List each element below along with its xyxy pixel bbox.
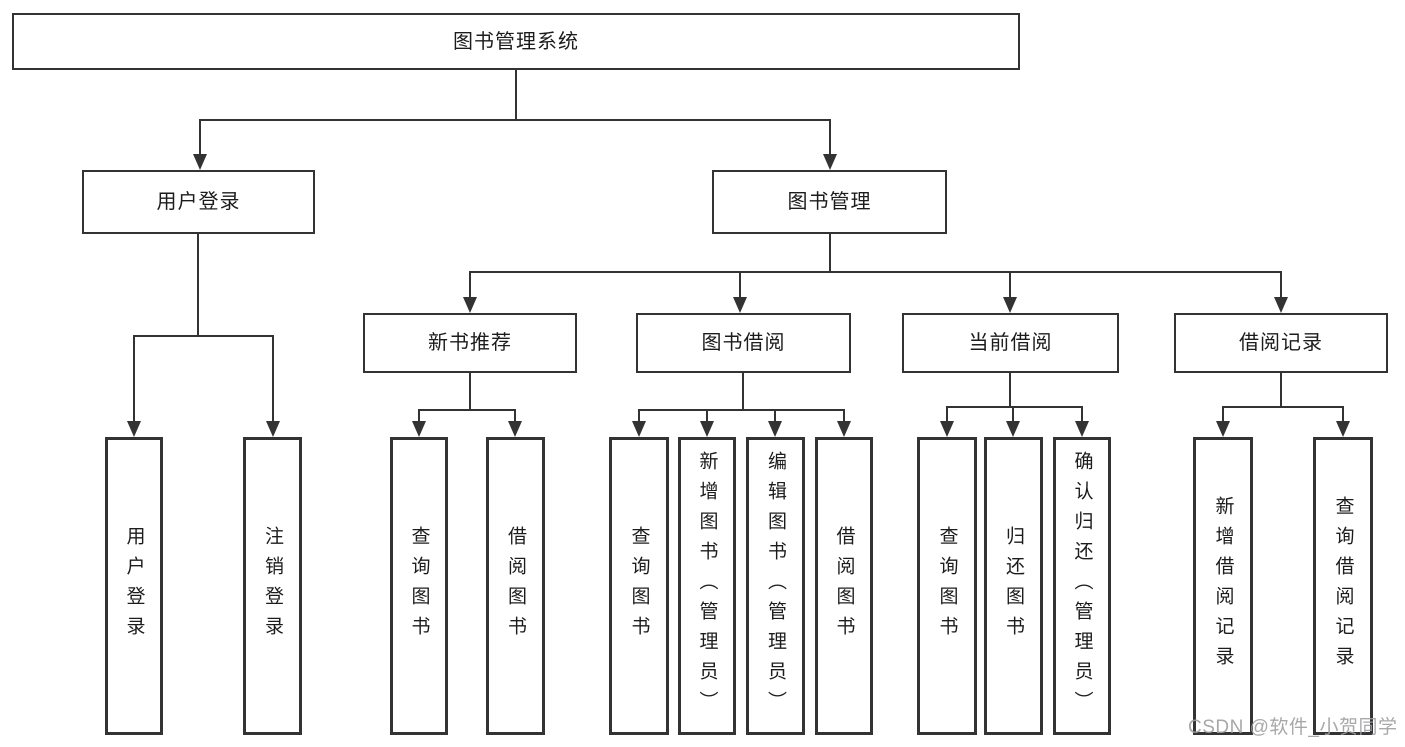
connector-arrow-shaft-recommend [469,271,471,299]
leaf-user-login: 用户登录 [105,437,163,735]
arrowhead-borrow-records [1274,297,1288,313]
connector-current-borrow-drop [1009,373,1011,408]
arrowhead-book-borrow [733,297,747,313]
leaf-add-book-admin: 新增图书（管理员） [678,437,736,735]
arrowhead-bb-add [700,421,714,437]
connector-book-borrow-drop [742,373,744,411]
arrowhead-cb-query [940,421,954,437]
connector-level2-bus [199,119,831,121]
arrowhead-cb-confirm [1075,421,1089,437]
connector-book-borrow-bus [638,409,845,411]
node-root: 图书管理系统 [12,13,1020,70]
connector-book-management-drop [829,234,831,273]
arrowhead-book-management [823,154,837,170]
connector-recommend-drop [469,373,471,411]
connector-arrow-shaft-user-login [199,119,201,156]
connector-arrow-shaft-bb-borrow [843,409,845,423]
arrowhead-recommend [463,297,477,313]
connector-user-login-drop [197,234,199,337]
connector-arrow-shaft-cb-return [1012,406,1014,423]
node-book-borrow: 图书借阅 [636,313,851,373]
connector-arrow-shaft-cb-confirm [1081,406,1083,423]
leaf-query-books-borrow: 查询图书 [609,437,669,735]
node-borrow-records: 借阅记录 [1174,313,1388,373]
connector-arrow-shaft-leaf-logout [272,335,274,423]
connector-arrow-shaft-book-borrow [739,271,741,299]
connector-arrow-shaft-br-query [1342,406,1344,423]
arrowhead-leaf-login [127,421,141,437]
arrowhead-rec-borrow [508,421,522,437]
connector-user-login-bus [133,335,274,337]
arrowhead-leaf-logout [266,421,280,437]
arrowhead-br-query [1336,421,1350,437]
connector-arrow-shaft-br-add [1222,406,1224,423]
arrowhead-bb-query [632,421,646,437]
node-user-login: 用户登录 [82,170,315,234]
connector-arrow-shaft-bb-query [638,409,640,423]
leaf-edit-book-admin: 编辑图书（管理员） [746,437,805,735]
connector-arrow-shaft-bb-add [706,409,708,423]
connector-arrow-shaft-borrow-records [1280,271,1282,299]
arrowhead-current-borrow [1003,297,1017,313]
connector-arrow-shaft-rec-borrow [514,409,516,423]
leaf-return-book: 归还图书 [984,437,1043,735]
connector-current-borrow-bus [946,406,1083,408]
node-current-borrow: 当前借阅 [902,313,1119,373]
watermark: CSDN @软件_小贺同学 [1188,717,1398,738]
connector-level3-bus [469,271,1282,273]
connector-arrow-shaft-bb-edit [774,409,776,423]
leaf-query-borrow-record: 查询借阅记录 [1313,437,1373,735]
arrowhead-cb-return [1006,421,1020,437]
connector-arrow-shaft-rec-query [418,409,420,423]
connector-borrow-records-bus [1222,406,1344,408]
connector-arrow-shaft-cb-query [946,406,948,423]
connector-borrow-records-drop [1280,373,1282,408]
leaf-add-borrow-record: 新增借阅记录 [1193,437,1253,735]
leaf-borrow-books-borrow: 借阅图书 [815,437,873,735]
leaf-query-books-current: 查询图书 [917,437,977,735]
connector-arrow-shaft-book-management [829,119,831,156]
node-new-book-recommend: 新书推荐 [363,313,577,373]
arrowhead-bb-edit [768,421,782,437]
leaf-confirm-return-admin: 确认归还（管理员） [1053,437,1111,735]
leaf-logout: 注销登录 [243,437,302,735]
arrowhead-bb-borrow [837,421,851,437]
connector-arrow-shaft-leaf-login [133,335,135,423]
leaf-query-books-recommend: 查询图书 [390,437,448,735]
arrowhead-br-add [1216,421,1230,437]
node-book-management: 图书管理 [712,170,947,234]
leaf-borrow-books-recommend: 借阅图书 [486,437,545,735]
arrowhead-rec-query [412,421,426,437]
connector-recommend-bus [418,409,516,411]
connector-root-drop [515,70,517,121]
connector-arrow-shaft-current-borrow [1009,271,1011,299]
arrowhead-user-login [193,154,207,170]
